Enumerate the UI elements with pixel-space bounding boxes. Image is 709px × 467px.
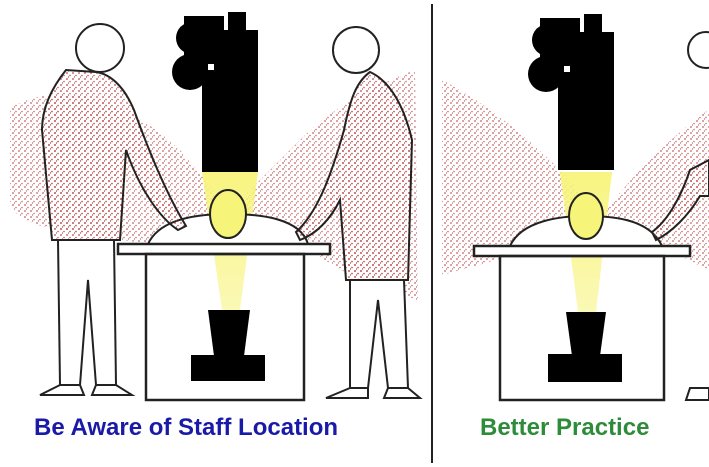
image-receptor-icon <box>191 310 265 381</box>
staff-figure-left <box>40 24 186 395</box>
caption-better-practice: Better Practice <box>480 414 649 442</box>
xray-tube-icon <box>172 12 258 172</box>
caption-staff-location: Be Aware of Staff Location <box>34 414 338 442</box>
image-receptor-icon <box>548 312 622 382</box>
right-panel <box>442 14 709 400</box>
left-panel <box>10 12 420 400</box>
xray-tube-icon <box>528 14 614 170</box>
